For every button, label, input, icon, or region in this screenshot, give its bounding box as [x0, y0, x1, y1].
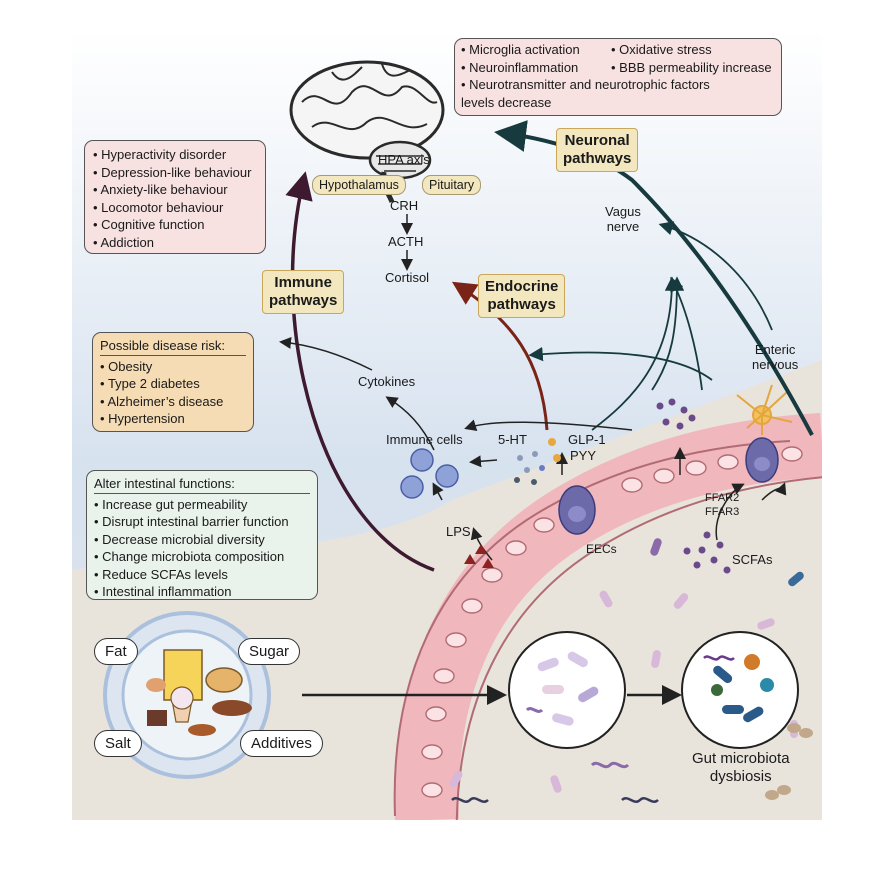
acth-label: ACTH: [388, 234, 424, 249]
crh-label: CRH: [390, 198, 419, 213]
healthy-microbiota-circle: [508, 631, 626, 749]
effect-item: • BBB permeability increase: [611, 59, 772, 75]
lps-label: LPS: [446, 524, 471, 539]
enteric-nervous-label: Enteric nervous: [752, 342, 799, 372]
hypothalamus-label: Hypothalamus: [312, 175, 406, 195]
immune-pathways-label: Immune pathways: [262, 270, 345, 314]
dysbiosis-microbiota-circle: [681, 631, 799, 749]
disease-risk-box: Possible disease risk: Obesity Type 2 di…: [92, 332, 254, 432]
gut-brain-axis-figure: • Microglia activation • Oxidative stres…: [72, 30, 822, 820]
neuronal-pathway-arrows: [494, 120, 814, 436]
salt-label: Salt: [94, 730, 142, 757]
intestinal-functions-box: Alter intestinal functions: Increase gut…: [86, 470, 318, 600]
disease-item: Alzheimer’s disease: [100, 393, 246, 411]
effect-item: • Microglia activation: [461, 42, 580, 57]
lps-triangle-icons: [464, 544, 494, 568]
gut-dysbiosis-label: Gut microbiota dysbiosis: [692, 750, 790, 785]
glp1-label: GLP-1: [568, 432, 606, 447]
intestinal-item: Increase gut permeability: [94, 496, 310, 514]
vagus-nerve-label: Vagus nerve: [605, 204, 641, 234]
behaviour-item: Anxiety-like behaviour: [93, 181, 257, 199]
endocrine-pathway-arrow: [451, 281, 549, 431]
disease-item: Hypertension: [100, 410, 246, 428]
behaviour-item: Cognitive function: [93, 216, 257, 234]
behaviour-item: Locomotor behaviour: [93, 199, 257, 217]
disease-item: Obesity: [100, 358, 246, 376]
effect-item: • Neurotransmitter and neurotrophic fact…: [461, 77, 710, 92]
hormone-particle-icons: [514, 438, 561, 485]
food-plate-icon: [103, 611, 271, 779]
behaviour-item: Hyperactivity disorder: [93, 146, 257, 164]
epithelial-cell-nuclei: [421, 446, 803, 798]
eec-cell-icon: [558, 437, 779, 535]
immune-cell-icons: [400, 448, 459, 499]
immune-pathway-arrow: [285, 171, 435, 572]
sugar-label: Sugar: [238, 638, 301, 665]
fat-label: Fat: [94, 638, 138, 665]
intestinal-functions-title: Alter intestinal functions:: [94, 475, 310, 494]
hpa-arrows: [401, 214, 413, 271]
intestinal-item: Intestinal inflammation: [94, 583, 310, 601]
brain-icon: [289, 60, 445, 203]
scfa-particle-icons: [656, 398, 731, 574]
cytokines-label: Cytokines: [358, 374, 416, 389]
intestinal-item: Decrease microbial diversity: [94, 531, 310, 549]
pituitary-label: Pituitary: [422, 175, 482, 195]
additives-label: Additives: [240, 730, 323, 757]
behaviour-effects-box: Hyperactivity disorder Depression-like b…: [84, 140, 266, 254]
neuronal-pathways-label: Neuronal pathways: [556, 128, 639, 172]
disease-item: Type 2 diabetes: [100, 375, 246, 393]
scfas-label: SCFAs: [732, 552, 773, 567]
ffar3-label: FFAR3: [705, 506, 740, 518]
hpa-axis-title: HPA axis: [378, 152, 430, 167]
neural-effects-box: • Microglia activation • Oxidative stres…: [454, 38, 782, 116]
immune-cells-label: Immune cells: [386, 432, 463, 447]
cortisol-label: Cortisol: [385, 270, 430, 285]
enteric-neuron-icon: [736, 384, 793, 435]
intestinal-item: Change microbiota composition: [94, 548, 310, 566]
effect-item: • Oxidative stress: [611, 42, 712, 57]
endocrine-pathways-label: Endocrine pathways: [478, 274, 566, 318]
disease-risk-title: Possible disease risk:: [100, 337, 246, 356]
behaviour-item: Depression-like behaviour: [93, 164, 257, 182]
diagram-graphics: [72, 30, 822, 820]
5ht-label: 5-HT: [498, 432, 527, 447]
eecs-label: EECs: [586, 542, 617, 556]
ffar2-label: FFAR2: [705, 492, 740, 504]
effect-item-continued: levels decrease: [461, 94, 552, 110]
bacteria-icons: [449, 538, 813, 803]
intestinal-item: Reduce SCFAs levels: [94, 566, 310, 584]
effect-item: • Neuroinflammation: [461, 59, 579, 75]
intestinal-item: Disrupt intestinal barrier function: [94, 513, 310, 531]
pyy-label: PYY: [570, 448, 597, 463]
signal-arrows: [279, 336, 787, 705]
behaviour-item: Addiction: [93, 234, 257, 252]
